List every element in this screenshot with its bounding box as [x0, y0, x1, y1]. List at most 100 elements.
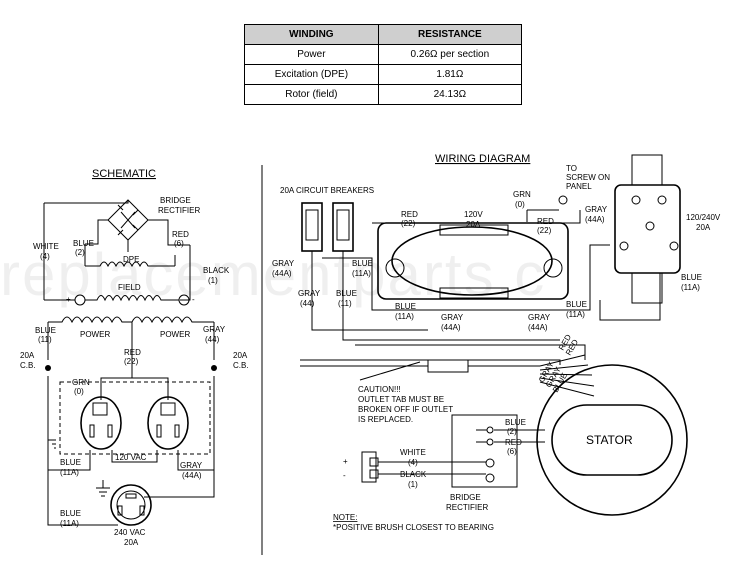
- stator-label: STATOR: [586, 433, 633, 447]
- outlet-enclosure: [59, 381, 211, 455]
- label-blue11a-low: BLUE: [566, 300, 587, 309]
- label-gray44a-num: (44A): [182, 471, 202, 480]
- label-red: RED: [172, 230, 189, 239]
- label-brush-plus: +: [343, 457, 348, 466]
- label-field: FIELD: [118, 283, 141, 292]
- label-grn-num: (0): [74, 387, 84, 396]
- caution-line: BROKEN OFF IF OUTLET: [358, 405, 453, 414]
- screw-icon: [558, 195, 568, 205]
- ground-icon: [96, 487, 110, 497]
- label-blue11a-low-num: (11A): [566, 310, 585, 319]
- caution-line: OUTLET TAB MUST BE: [358, 395, 444, 404]
- label-grn: GRN: [513, 190, 531, 199]
- label-panel: PANEL: [566, 182, 592, 191]
- label-gray44-num: (44): [300, 299, 315, 308]
- label-blue: BLUE: [73, 239, 94, 248]
- label-to: TO: [566, 164, 577, 173]
- outlet-120v-right: [147, 396, 189, 450]
- bridge-rectifier-box: [451, 414, 518, 488]
- label-240vac-amp: 20A: [124, 538, 139, 547]
- label-cb-left-2: C.B.: [20, 361, 36, 370]
- label-blue11a: BLUE: [60, 458, 81, 467]
- label-black1-num: (1): [408, 480, 418, 489]
- label-blue11: BLUE: [35, 326, 56, 335]
- bridge-rectifier-symbol: [107, 199, 149, 241]
- label-120v-amp: 20A: [466, 220, 481, 229]
- label-brush-minus: -: [343, 471, 346, 480]
- label-cb-right-2: C.B.: [233, 361, 249, 370]
- wiring-diagram: WIRING DIAGRAM 20A CIRCUIT BREAKERS TO S…: [272, 153, 721, 532]
- label-120vac: 120 VAC: [115, 453, 147, 462]
- label-white-num: (4): [40, 252, 50, 261]
- table-row: Rotor (field) 24.13Ω: [244, 84, 523, 105]
- label-white4: WHITE: [400, 448, 426, 457]
- watermark-text: replacementparts.c: [0, 241, 546, 308]
- schematic: SCHEMATIC BRIDGE RECTIFIER WHITE (4) BLU…: [20, 168, 249, 547]
- label-blue11a-num: (11A): [60, 468, 79, 477]
- label-cb-left: 20A: [20, 351, 35, 360]
- wiring-title: WIRING DIAGRAM: [435, 153, 530, 165]
- outlet-240v: [110, 484, 152, 526]
- label-rectifier: RECTIFIER: [158, 206, 200, 215]
- schematic-title: SCHEMATIC: [92, 168, 156, 180]
- label-gray44a-left: GRAY: [272, 259, 295, 268]
- column-header: WINDING: [244, 24, 379, 45]
- label-white: WHITE: [33, 242, 59, 251]
- label-blue11a-mid: BLUE: [395, 302, 416, 311]
- label-blue11a-mid-num: (11A): [395, 312, 414, 321]
- label-cb-right: 20A: [233, 351, 248, 360]
- label-grn-num: (0): [515, 200, 525, 209]
- table-cell: 24.13Ω: [377, 84, 523, 105]
- label-240vac: 240 VAC: [114, 528, 146, 537]
- note-text: *POSITIVE BRUSH CLOSEST TO BEARING: [333, 523, 494, 532]
- label-red6-num: (6): [507, 447, 517, 456]
- label-gray44a: GRAY: [180, 461, 203, 470]
- label-power-left: POWER: [80, 330, 110, 339]
- label-blue11a-right-num: (11A): [681, 283, 700, 292]
- label-blue11-num: (11): [338, 299, 352, 308]
- cb-right: [211, 365, 217, 371]
- label-red22: RED: [124, 348, 141, 357]
- label-bridge: BRIDGE: [450, 493, 481, 502]
- label-minus: -: [192, 295, 195, 304]
- label-red22-right: RED: [537, 217, 554, 226]
- table-cell: Rotor (field): [244, 84, 379, 105]
- outlet-120v-duplex: [377, 222, 569, 300]
- label-white4-num: (4): [408, 458, 418, 467]
- label-blue11: BLUE: [336, 289, 357, 298]
- label-screw-on: SCREW ON: [566, 173, 610, 182]
- label-120-240v-amp: 20A: [696, 223, 711, 232]
- caution-line: IS REPLACED.: [358, 415, 413, 424]
- label-blue11a-right: BLUE: [681, 273, 702, 282]
- note-title: NOTE:: [333, 513, 357, 522]
- terminal-plus: [485, 458, 495, 468]
- stator: [536, 364, 688, 516]
- label-red22: RED: [401, 210, 418, 219]
- column-header: RESISTANCE: [377, 24, 523, 45]
- label-circuit-breakers: 20A CIRCUIT BREAKERS: [280, 186, 374, 195]
- label-black: BLACK: [203, 266, 230, 275]
- outlet-120v-left: [80, 396, 122, 450]
- label-blue11-num: (11): [38, 335, 52, 344]
- label-120-240v: 120/240V: [686, 213, 721, 222]
- label-gray44a: GRAY: [585, 205, 608, 214]
- label-gray44a-mid2: GRAY: [528, 313, 551, 322]
- label-power-right: POWER: [160, 330, 190, 339]
- label-gray44-num: (44): [205, 335, 220, 344]
- table-header-row: WINDING RESISTANCE: [244, 24, 523, 45]
- inline-connector: [427, 359, 469, 373]
- label-rectifier: RECTIFIER: [446, 503, 488, 512]
- label-red22-right-num: (22): [537, 226, 552, 235]
- winding-resistance-table: WINDING RESISTANCE Power 0.26Ω per secti…: [244, 24, 523, 105]
- label-gray44a-mid: GRAY: [441, 313, 464, 322]
- stator-leads: [539, 354, 595, 397]
- field-coil: [44, 295, 179, 302]
- label-red-num: (6): [174, 239, 184, 248]
- label-gray44: GRAY: [298, 289, 321, 298]
- label-120v: 120V: [464, 210, 483, 219]
- label-black-num: (1): [208, 276, 218, 285]
- label-blue11a-left-num: (11A): [352, 269, 371, 278]
- label-blue2-num: (2): [507, 427, 517, 436]
- dpe-coil: [85, 261, 175, 268]
